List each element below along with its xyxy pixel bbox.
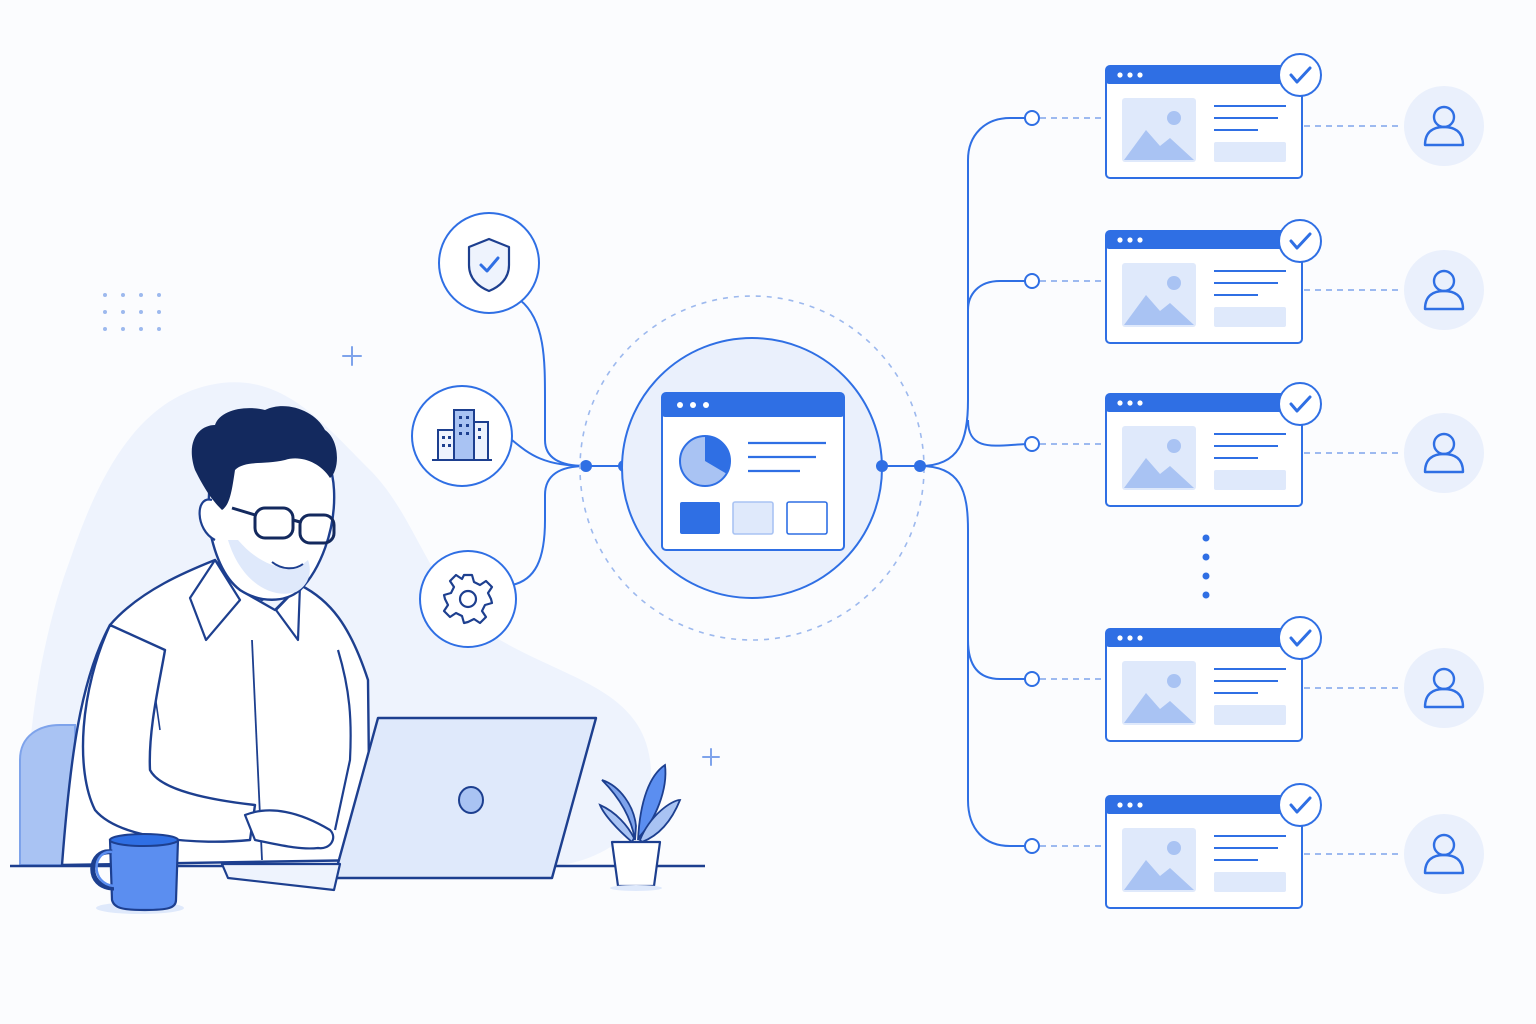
gear-icon [419, 550, 517, 648]
pie-chart-icon [679, 435, 731, 487]
output-page-card [1105, 393, 1303, 507]
user-icon [1402, 812, 1486, 896]
check-badge-icon [1277, 52, 1323, 98]
output-page-card [1105, 628, 1303, 742]
glasses [231, 506, 336, 545]
output-connectors [882, 117, 1033, 847]
laptop [220, 716, 598, 892]
chair [19, 724, 76, 866]
output-page-card [1105, 795, 1303, 909]
hair [191, 406, 337, 510]
hub-dashboard [579, 295, 925, 641]
junction-dot [876, 460, 888, 472]
potted-plant [598, 763, 682, 891]
check-badge-icon [1277, 218, 1323, 264]
check-badge-icon [1277, 782, 1323, 828]
user-icon [1402, 84, 1486, 168]
input-connectors [511, 299, 624, 586]
person-illustration [60, 406, 372, 867]
junction-dot [580, 460, 592, 472]
coffee-mug [90, 833, 184, 914]
junction-dot [914, 460, 926, 472]
more-pages-indicator [1202, 534, 1210, 599]
user-icon [1402, 411, 1486, 495]
user-icon [1402, 248, 1486, 332]
check-badge-icon [1277, 381, 1323, 427]
decorative-dot-grid [103, 293, 161, 331]
buildings-icon [411, 385, 513, 487]
sparkle-plus-icon [342, 346, 720, 766]
shield-check-icon [438, 212, 540, 314]
user-icon [1402, 646, 1486, 730]
connector-endpoints [1024, 110, 1040, 854]
check-badge-icon [1277, 615, 1323, 661]
output-page-card [1105, 230, 1303, 344]
output-page-card [1105, 65, 1303, 179]
dashed-links [1040, 117, 1402, 855]
